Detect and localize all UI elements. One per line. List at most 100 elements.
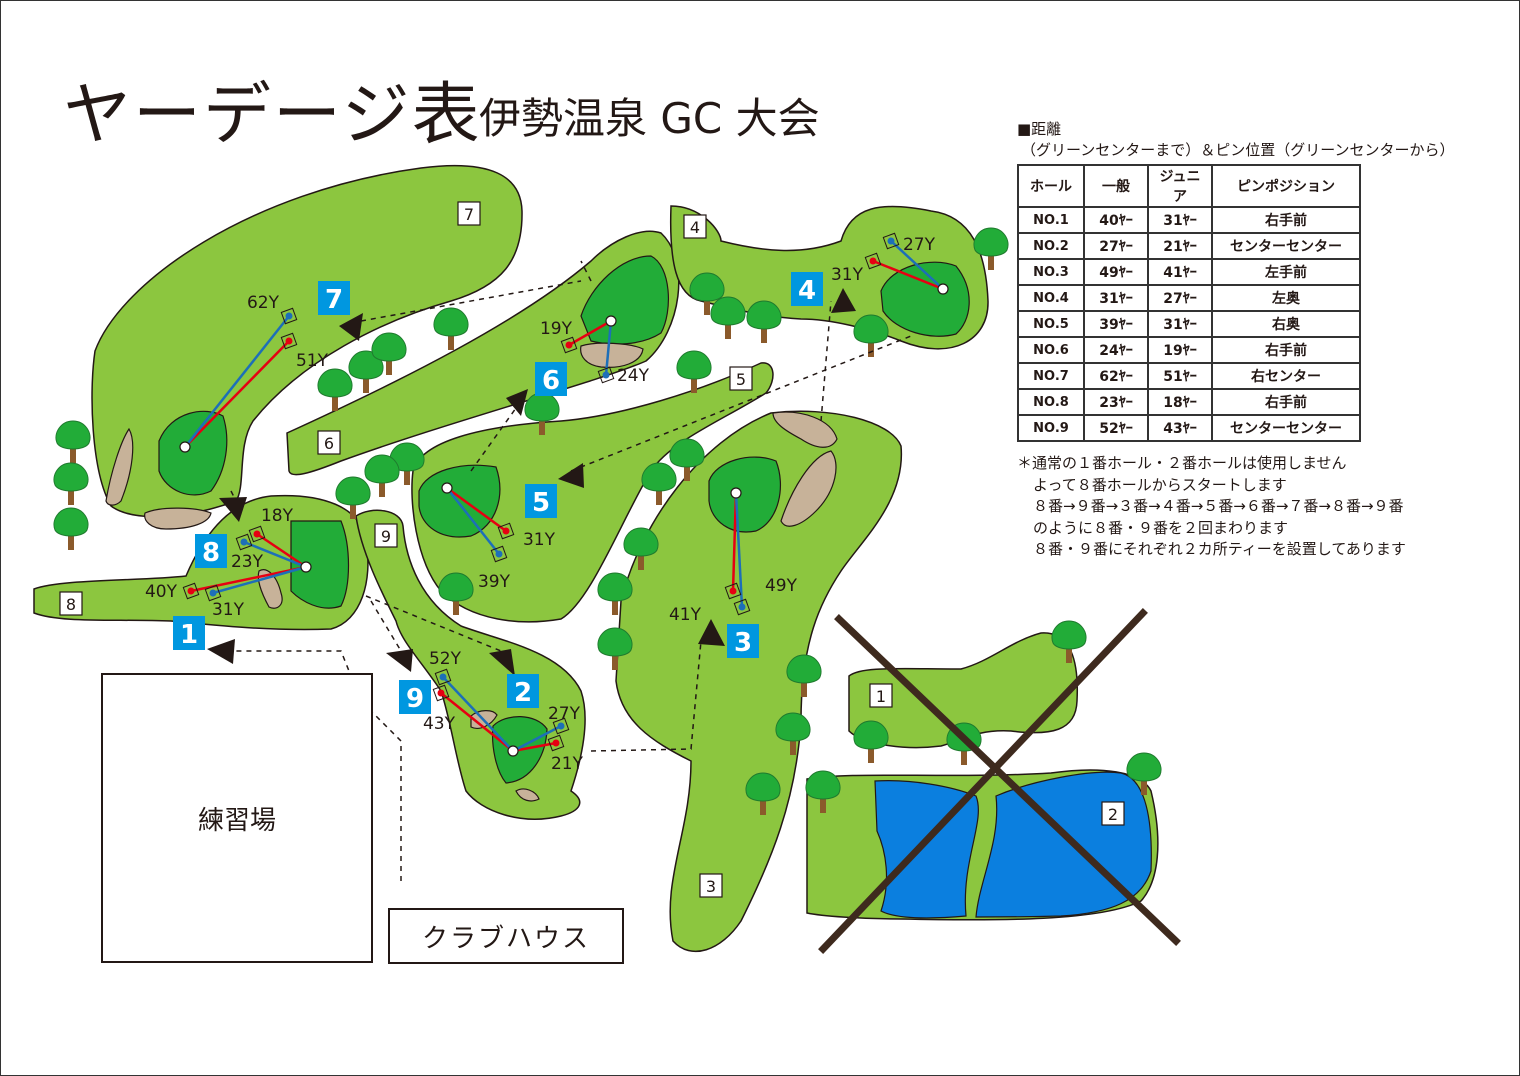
junior-tee	[557, 722, 565, 730]
tree	[746, 300, 782, 343]
tree	[853, 314, 889, 357]
table-cell-junior: 18ﾔｰ	[1147, 388, 1213, 416]
junior-line	[184, 315, 290, 448]
general-line	[256, 532, 307, 569]
hole-badge: 4	[791, 272, 823, 306]
hole-number-box: 5	[729, 366, 753, 391]
general-tee	[502, 527, 510, 535]
green-hole-8	[290, 520, 350, 609]
tree	[1126, 752, 1162, 795]
yard-label: 24Y	[617, 366, 650, 386]
tree	[335, 476, 371, 519]
closed-cross	[818, 608, 1181, 954]
hole-badge: 2	[507, 674, 539, 708]
hole-labels: 112227Y21Y3349Y41Y4427Y31Y5531Y39Y6619Y2…	[59, 201, 1125, 898]
tree	[805, 770, 841, 813]
table-cell-pin: 右手前	[1211, 388, 1361, 416]
hole-number-box: 8	[59, 591, 83, 616]
yard-label: 40Y	[145, 582, 178, 602]
tree	[597, 572, 633, 615]
table-cell-junior: 21ﾔｰ	[1147, 232, 1213, 260]
note-line: ８番→９番→３番→４番→５番→６番→７番→８番→９番	[1033, 497, 1404, 515]
yard-label: 31Y	[212, 600, 245, 620]
junior-tee	[209, 589, 217, 597]
green-hole-5	[418, 464, 501, 538]
tree	[676, 350, 712, 393]
table-cell-hole: NO.5	[1017, 310, 1085, 338]
hole-badge: 1	[173, 616, 205, 650]
junior-line	[734, 492, 744, 608]
green-hole-3	[708, 456, 782, 533]
tree	[317, 368, 353, 411]
table-cell-general: 49ﾔｰ	[1083, 258, 1149, 286]
hole-badge-number: 1	[180, 620, 198, 650]
junior-tee	[495, 550, 503, 558]
pin-flag	[507, 745, 519, 757]
yard-label: 43Y	[423, 714, 456, 734]
yard-label: 39Y	[478, 572, 511, 592]
table-cell-hole: NO.2	[1017, 232, 1085, 260]
hole-badge-number: 7	[325, 285, 343, 315]
yard-label: 31Y	[523, 530, 556, 550]
table-cell-pin: 右手前	[1211, 336, 1361, 364]
yard-label: 49Y	[765, 576, 798, 596]
table-cell-pin: 右奥	[1211, 310, 1361, 338]
hole-number: 6	[324, 434, 334, 453]
hole-badge-number: 4	[798, 276, 816, 306]
table-cell-pin: 左奥	[1211, 284, 1361, 312]
page-title: ヤーデージ表	[63, 76, 482, 155]
tree	[775, 712, 811, 755]
tree	[669, 438, 705, 481]
table-cell-hole: NO.6	[1017, 336, 1085, 364]
pin-flag	[441, 482, 453, 494]
notes: ＊通常の１番ホール・２番ホールは使用しません よって８番ホールからスタートします…	[1017, 453, 1406, 561]
hole-badge: 8	[195, 534, 227, 568]
hole-number: 7	[464, 205, 474, 224]
table-cell-junior: 19ﾔｰ	[1147, 336, 1213, 364]
yard-label: 23Y	[231, 552, 264, 572]
hole-badge-number: 6	[542, 366, 560, 396]
note-line: ＊通常の１番ホール・２番ホールは使用しません	[1017, 454, 1347, 472]
junior-tee	[240, 538, 248, 546]
tree	[53, 462, 89, 505]
pin-flag	[179, 441, 191, 453]
hole-badge-number: 3	[734, 628, 752, 658]
general-line	[440, 692, 514, 752]
hole-number-box: 6	[317, 430, 341, 455]
table-cell-junior: 31ﾔｰ	[1147, 206, 1213, 234]
hole-badge-number: 5	[532, 488, 550, 518]
col-header-general: 一般	[1083, 164, 1149, 208]
junior-line	[890, 240, 944, 290]
tree	[597, 627, 633, 670]
tree	[433, 307, 469, 350]
general-tee	[565, 341, 573, 349]
hole-number: 2	[1108, 805, 1118, 824]
general-line	[731, 492, 738, 592]
general-tee	[437, 689, 445, 697]
hole-number: 8	[66, 595, 76, 614]
yard-label: 27Y	[548, 704, 581, 724]
tree	[389, 442, 425, 485]
table-cell-pin: 右手前	[1211, 206, 1361, 234]
shot-pair	[724, 487, 751, 616]
table-cell-hole: NO.8	[1017, 388, 1085, 416]
table-header-row: ホール 一般 ジュニア ピンポジション	[1017, 164, 1361, 208]
general-tee	[285, 337, 293, 345]
table-cell-hole: NO.1	[1017, 206, 1085, 234]
pin-flag	[937, 283, 949, 295]
yard-label: 19Y	[540, 319, 573, 339]
hole-number: 9	[381, 527, 391, 546]
tree	[53, 507, 89, 550]
pin-flag	[605, 315, 617, 327]
junior-line	[604, 320, 613, 376]
pin-flag	[300, 561, 312, 573]
table-cell-pin: 右センター	[1211, 362, 1361, 390]
table-cell-general: 52ﾔｰ	[1083, 414, 1149, 442]
table-cell-pin: センターセンター	[1211, 414, 1361, 442]
practice-range: 練習場	[101, 673, 373, 963]
hole-number-box: 3	[699, 873, 723, 898]
general-line	[446, 486, 507, 533]
